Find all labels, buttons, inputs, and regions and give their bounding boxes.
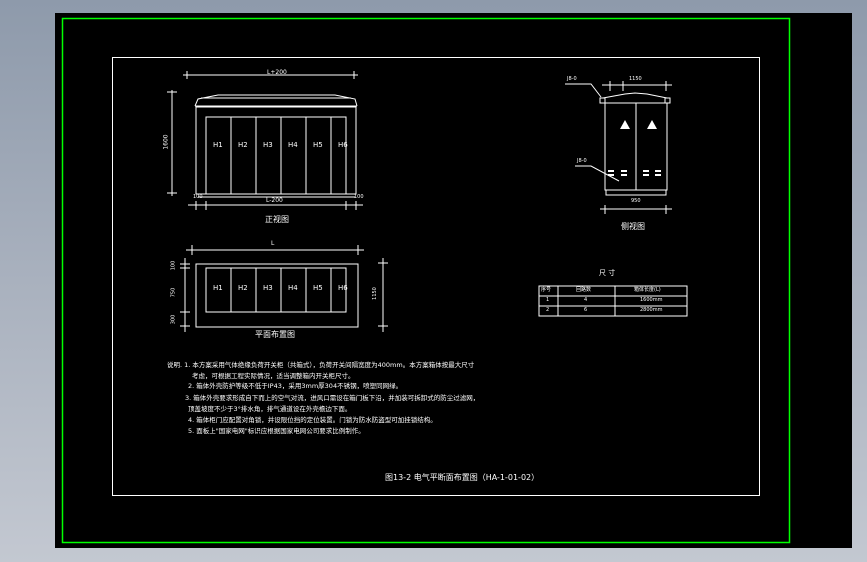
note-line-7: 5. 面板上"国家电网"标识应根据国家电网公司要求比例制作。	[188, 427, 365, 435]
note-line-4: 3. 箱体外壳要求形成自下而上的空气对流，进风口需设在箱门板下沿，并加装可拆卸式…	[185, 394, 480, 402]
size-table-row2-circuits: 6	[584, 307, 588, 313]
side-leader-top: J8-0	[567, 76, 577, 82]
note-line-1: 说明. 1. 本方案采用气体绝缘负荷开关柜（共箱式），负荷开关间隔宽度为400m…	[167, 361, 475, 369]
plan-dim-right: 1150	[371, 287, 378, 300]
front-cabinet-h5[interactable]: H5	[313, 141, 323, 149]
front-view-caption: 正视图	[265, 215, 289, 224]
plan-cabinet-h1[interactable]: H1	[213, 284, 223, 292]
plan-view-caption: 平面布置图	[255, 330, 295, 339]
front-cabinet-h3[interactable]: H3	[263, 141, 273, 149]
plan-cabinet-h4[interactable]: H4	[288, 284, 298, 292]
note-line-5: 顶盖坡度不少于3°排水角，排气通道设在外壳檐边下面。	[188, 405, 352, 413]
front-cabinet-h1[interactable]: H1	[213, 141, 223, 149]
side-leader-mid: J8-0	[577, 158, 587, 164]
note-line-6: 4. 箱体柜门应配置对角锁，并设限位挡的定位装置。门锁为防水防盗型可加挂锁结构。	[188, 416, 437, 424]
front-cabinet-h4[interactable]: H4	[288, 141, 298, 149]
front-dim-right-margin: 100	[354, 194, 364, 200]
size-table-header-index: 序号	[541, 287, 552, 293]
plan-dim-left-mid: 750	[170, 287, 177, 298]
front-dim-top: L+200	[267, 69, 287, 76]
note-line-2: 考虑，可根据工程实际情况，适当调整箱内开关柜尺寸。	[192, 372, 355, 380]
plan-cabinet-h2[interactable]: H2	[238, 284, 248, 292]
side-view-caption: 侧视图	[621, 222, 645, 231]
plan-dim-left-top: 100	[170, 260, 177, 271]
front-dim-bottom: L-200	[266, 197, 283, 204]
size-table-row1-length: 1600mm	[640, 297, 663, 303]
plan-dim-top: L	[271, 240, 275, 247]
plan-cabinet-h6[interactable]: H6	[338, 284, 348, 292]
size-table-header-length: 箱体长度(L)	[634, 287, 661, 293]
front-cabinet-h2[interactable]: H2	[238, 141, 248, 149]
size-table-row1-index: 1	[546, 297, 550, 303]
front-dim-height: 1600	[162, 134, 170, 150]
note-line-3: 2. 箱体外壳防护等级不低于IP43，采用3mm厚304不锈钢，喷塑同网绿。	[188, 382, 403, 390]
size-table-header-circuits: 回路数	[576, 287, 592, 293]
side-dim-top: 1150	[629, 76, 642, 82]
plan-dim-left-bottom: 300	[170, 314, 177, 325]
plan-cabinet-h5[interactable]: H5	[313, 284, 323, 292]
size-table-row1-circuits: 4	[584, 297, 588, 303]
drawing-title: 图13-2 电气平断面布置图（HA-1-01-02）	[385, 473, 540, 482]
front-dim-left-margin: 100	[193, 194, 203, 200]
size-table-title: 尺 寸	[599, 269, 616, 277]
side-dim-bottom: 950	[631, 198, 641, 204]
cad-drawing-canvas[interactable]: L+200 1600 H1 H2 H3 H4 H5 H6 100 100 L-2…	[55, 13, 852, 548]
front-cabinet-h6[interactable]: H6	[338, 141, 348, 149]
plan-cabinet-h3[interactable]: H3	[263, 284, 273, 292]
size-table-row2-length: 2800mm	[640, 307, 663, 313]
drawing-linework	[61, 17, 791, 544]
size-table-row2-index: 2	[546, 307, 550, 313]
